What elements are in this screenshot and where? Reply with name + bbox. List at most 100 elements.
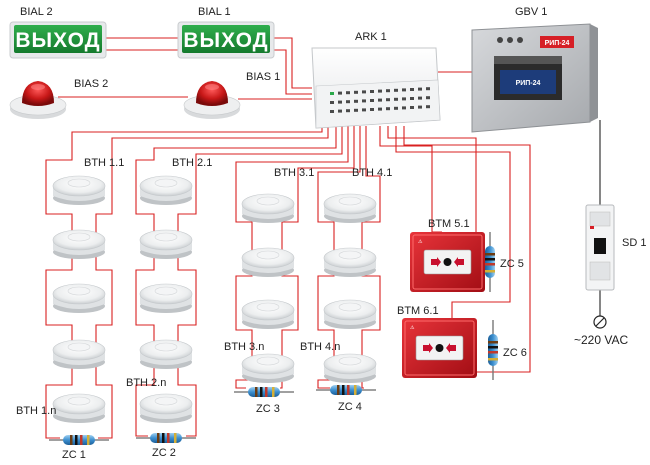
svg-text:ВЫХОД: ВЫХОД	[15, 29, 100, 52]
ark-indicator-led	[410, 97, 414, 100]
detector-bth2-1	[139, 175, 193, 206]
ark-indicator-led	[370, 108, 374, 111]
label-mains: ~220 VAC	[574, 333, 628, 347]
detector-loop1	[52, 283, 106, 314]
wire-loop1-return	[95, 126, 329, 439]
svg-text:РИП-24: РИП-24	[516, 80, 541, 87]
ark-indicator-led	[362, 99, 366, 103]
detector-loop3	[241, 299, 295, 330]
circuit-breaker-sd1	[585, 204, 615, 291]
label-zc2: ZC 2	[152, 447, 176, 459]
ark-indicator-led	[370, 99, 374, 102]
ark-indicator-led	[330, 92, 334, 95]
ark-indicator-led	[394, 106, 398, 110]
ark-indicator-led	[418, 96, 422, 100]
detector-loop2	[139, 283, 193, 314]
label-btm5-1: BTM 5.1	[428, 218, 470, 230]
ark-indicator-led	[418, 105, 422, 109]
label-bias1: BIAS 1	[246, 71, 280, 83]
wire-loop1	[45, 126, 323, 439]
mains-terminal-icon	[593, 315, 607, 329]
manual-call-point-btm5-1	[409, 231, 486, 293]
ark-indicator-led	[378, 107, 382, 111]
ark-indicator-led	[386, 89, 390, 93]
ark-indicator-led	[410, 88, 414, 91]
wire-loop4	[317, 126, 361, 389]
ark-indicator-led	[330, 101, 334, 104]
ark-indicator-led	[338, 100, 342, 104]
label-bial1: BIAL 1	[198, 6, 231, 18]
siren-bias1	[183, 80, 241, 120]
label-bth1-1: BTH 1.1	[84, 157, 124, 169]
control-panel-ark1	[311, 47, 441, 129]
label-zc6: ZC 6	[503, 347, 527, 359]
detector-bth2-n	[139, 393, 193, 424]
label-bial2: BIAL 2	[20, 6, 53, 18]
label-bth4-n: BTH 4.n	[300, 341, 340, 353]
manual-call-point-btm6-1	[401, 317, 478, 379]
ark-indicator-led	[386, 98, 390, 102]
detector-loop3	[241, 247, 295, 278]
resistor-zc4	[315, 384, 377, 396]
wire-bial1-ark	[272, 37, 312, 89]
ark-indicator-led	[354, 108, 358, 112]
svg-text:РИП-24: РИП-24	[545, 40, 570, 47]
ark-indicator-led	[346, 100, 350, 104]
ark-indicator-led	[410, 106, 414, 109]
resistor-zc6	[487, 319, 499, 381]
wire-loop2	[135, 126, 337, 437]
label-zc4: ZC 4	[338, 401, 362, 413]
detector-loop1	[52, 229, 106, 260]
ark-indicator-led	[426, 96, 430, 100]
label-btm6-1: BTM 6.1	[397, 305, 439, 317]
label-zc3: ZC 3	[256, 403, 280, 415]
detector-bth1-1	[52, 175, 106, 206]
detector-loop2	[139, 229, 193, 260]
ark-indicator-led	[338, 109, 342, 113]
ark-indicator-led	[362, 108, 366, 112]
ark-indicator-led	[402, 88, 406, 92]
wire-loop6	[395, 126, 511, 318]
label-bth2-n: BTH 2.n	[126, 377, 166, 389]
exit-sign-bial2: ВЫХОД	[9, 21, 107, 59]
label-zc1: ZC 1	[62, 449, 86, 461]
ark-indicator-led	[402, 97, 406, 101]
wire-loop5	[379, 126, 442, 233]
detector-loop4	[323, 299, 377, 330]
ark-indicator-grid	[330, 87, 430, 113]
ark-indicator-led	[426, 87, 430, 91]
label-bth3-n: BTH 3.n	[224, 341, 264, 353]
label-zc5: ZC 5	[500, 258, 524, 270]
ark-indicator-led	[362, 90, 366, 94]
wire-loop6-return	[403, 126, 531, 373]
ark-indicator-led	[354, 90, 358, 94]
detector-loop4	[323, 247, 377, 278]
detector-loop2	[139, 339, 193, 370]
detector-bth4-1	[323, 193, 377, 224]
label-sd1: SD 1	[622, 237, 646, 249]
wire-loop3	[235, 126, 349, 389]
power-supply-gbv1: РИП-24 РИП-24	[471, 23, 598, 133]
exit-sign-bial1: ВЫХОД	[177, 21, 275, 59]
siren-bias2	[9, 80, 67, 120]
ark-indicator-led	[426, 105, 430, 109]
ark-indicator-led	[330, 110, 334, 113]
ark-indicator-led	[346, 91, 350, 95]
label-gbv1: GBV 1	[515, 6, 547, 18]
label-bth4-1: BTH 4.1	[352, 167, 392, 179]
resistor-zc1	[48, 434, 110, 446]
label-bth1-n: BTH 1.n	[16, 405, 56, 417]
ark-indicator-led	[394, 97, 398, 101]
svg-text:ВЫХОД: ВЫХОД	[183, 29, 268, 52]
ark-indicator-led	[386, 107, 390, 111]
wire-loop3-return	[280, 126, 355, 389]
ark-indicator-led	[346, 109, 350, 113]
detector-loop1	[52, 339, 106, 370]
ark-indicator-led	[354, 99, 358, 103]
resistor-zc2	[135, 432, 197, 444]
detector-bth4-n	[323, 353, 377, 384]
label-bth2-1: BTH 2.1	[172, 157, 212, 169]
ark-indicator-led	[402, 106, 406, 110]
ark-indicator-led	[378, 89, 382, 93]
